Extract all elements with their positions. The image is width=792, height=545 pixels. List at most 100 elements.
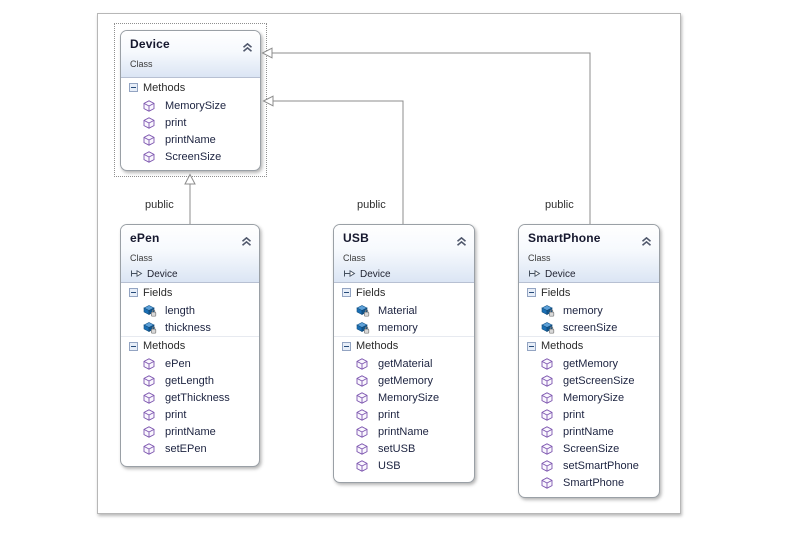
minus-expander-icon[interactable] xyxy=(129,288,138,297)
method-row[interactable]: MemorySize xyxy=(519,389,659,406)
method-icon xyxy=(541,357,555,370)
fields-section-header[interactable]: Fields xyxy=(334,283,474,302)
minus-expander-icon[interactable] xyxy=(342,288,351,297)
method-name: MemorySize xyxy=(165,99,227,112)
method-row[interactable]: ePen xyxy=(121,355,259,372)
method-row[interactable]: MemorySize xyxy=(121,97,260,114)
methods-label: Methods xyxy=(541,340,584,352)
class-card-epen[interactable]: ePen Class Device Fields xyxy=(120,224,260,467)
fields-list: Material memory xyxy=(334,302,474,336)
method-row[interactable]: MemorySize xyxy=(334,389,474,406)
method-row[interactable]: setSmartPhone xyxy=(519,457,659,474)
connector-label-public-smartphone: public xyxy=(545,199,574,211)
collapse-chevron-icon[interactable] xyxy=(242,39,253,57)
collapse-chevron-icon[interactable] xyxy=(641,233,652,251)
class-card-header: ePen Class Device xyxy=(121,225,259,283)
method-row[interactable]: printName xyxy=(334,423,474,440)
class-name: USB xyxy=(343,231,369,245)
field-row[interactable]: thickness xyxy=(121,319,259,336)
method-row[interactable]: getMaterial xyxy=(334,355,474,372)
class-name: Device xyxy=(130,37,170,51)
method-row[interactable]: getLength xyxy=(121,372,259,389)
field-row[interactable]: length xyxy=(121,302,259,319)
method-name: printName xyxy=(165,425,216,438)
class-card-usb[interactable]: USB Class Device Fields xyxy=(333,224,475,483)
method-name: getScreenSize xyxy=(563,374,635,387)
method-icon xyxy=(143,442,157,455)
inherits-base-class: Device xyxy=(147,268,178,280)
minus-expander-icon[interactable] xyxy=(342,341,351,351)
collapse-chevron-icon[interactable] xyxy=(456,233,467,251)
field-private-icon xyxy=(541,321,555,334)
field-name: screenSize xyxy=(563,321,618,334)
class-card-device[interactable]: Device Class Methods xyxy=(120,30,261,171)
method-row[interactable]: printName xyxy=(519,423,659,440)
inherits-arrow-icon xyxy=(130,265,143,283)
collapse-chevron-icon[interactable] xyxy=(241,233,252,251)
method-name: setUSB xyxy=(378,442,416,455)
method-name: print xyxy=(165,116,187,129)
methods-section-header[interactable]: Methods xyxy=(121,78,260,97)
method-row[interactable]: ScreenSize xyxy=(519,440,659,457)
methods-section-header[interactable]: Methods xyxy=(121,336,259,355)
method-row[interactable]: printName xyxy=(121,423,259,440)
field-row[interactable]: memory xyxy=(519,302,659,319)
method-row[interactable]: print xyxy=(519,406,659,423)
field-row[interactable]: memory xyxy=(334,319,474,336)
methods-list: getMemory getScreenSize xyxy=(519,355,659,491)
method-icon xyxy=(356,459,370,472)
field-name: memory xyxy=(563,304,603,317)
methods-section-header[interactable]: Methods xyxy=(334,336,474,355)
class-name: ePen xyxy=(130,231,160,245)
method-row[interactable]: SmartPhone xyxy=(519,474,659,491)
method-row[interactable]: print xyxy=(121,114,260,131)
method-name: ePen xyxy=(165,357,191,370)
method-name: ScreenSize xyxy=(165,150,222,163)
method-name: MemorySize xyxy=(563,391,625,404)
method-name: setSmartPhone xyxy=(563,459,639,472)
connector-label-public-epen: public xyxy=(145,199,174,211)
field-row[interactable]: Material xyxy=(334,302,474,319)
method-icon xyxy=(143,116,157,129)
method-row[interactable]: getThickness xyxy=(121,389,259,406)
method-icon xyxy=(143,374,157,387)
fields-label: Fields xyxy=(356,286,386,299)
methods-list: ePen getLength xyxy=(121,355,259,457)
fields-label: Fields xyxy=(541,286,571,299)
methods-section-header[interactable]: Methods xyxy=(519,336,659,355)
minus-expander-icon[interactable] xyxy=(527,288,536,297)
method-row[interactable]: getMemory xyxy=(519,355,659,372)
minus-expander-icon[interactable] xyxy=(129,83,138,92)
methods-label: Methods xyxy=(356,340,399,352)
class-card-smartphone[interactable]: SmartPhone Class Device Fields xyxy=(518,224,660,498)
method-icon xyxy=(143,99,157,112)
method-row[interactable]: printName xyxy=(121,131,260,148)
minus-expander-icon[interactable] xyxy=(527,341,536,351)
method-name: ScreenSize xyxy=(563,442,620,455)
class-kind: Class xyxy=(528,253,551,263)
fields-section-header[interactable]: Fields xyxy=(121,283,259,302)
method-row[interactable]: ScreenSize xyxy=(121,148,260,165)
method-row[interactable]: print xyxy=(334,406,474,423)
method-row[interactable]: getMemory xyxy=(334,372,474,389)
method-icon xyxy=(356,442,370,455)
method-icon xyxy=(143,133,157,146)
fields-section-header[interactable]: Fields xyxy=(519,283,659,302)
method-row[interactable]: getScreenSize xyxy=(519,372,659,389)
method-icon xyxy=(143,357,157,370)
field-row[interactable]: screenSize xyxy=(519,319,659,336)
field-private-icon xyxy=(356,321,370,334)
method-name: SmartPhone xyxy=(563,476,625,489)
minus-expander-icon[interactable] xyxy=(129,341,138,351)
field-private-icon xyxy=(541,304,555,317)
method-row[interactable]: print xyxy=(121,406,259,423)
class-card-header: SmartPhone Class Device xyxy=(519,225,659,283)
method-icon xyxy=(541,425,555,438)
fields-label: Fields xyxy=(143,286,173,299)
methods-label: Methods xyxy=(143,340,186,352)
method-row[interactable]: setEPen xyxy=(121,440,259,457)
class-kind: Class xyxy=(130,253,153,263)
method-row[interactable]: USB xyxy=(334,457,474,474)
method-row[interactable]: setUSB xyxy=(334,440,474,457)
methods-label: Methods xyxy=(143,81,186,94)
